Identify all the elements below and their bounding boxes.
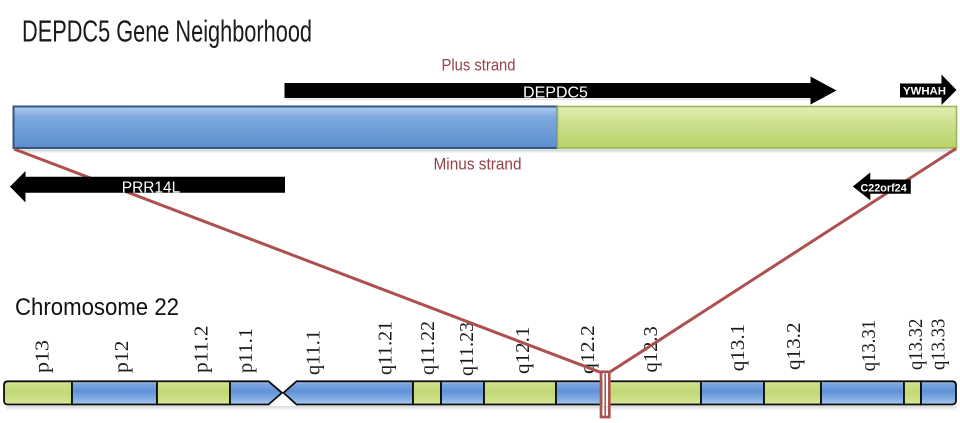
svg-text:DEPDC5: DEPDC5: [523, 85, 588, 102]
svg-text:p11.1: p11.1: [236, 328, 257, 373]
svg-text:q11.21: q11.21: [375, 321, 396, 375]
svg-text:PRR14L: PRR14L: [122, 179, 181, 196]
svg-text:q11.23: q11.23: [457, 322, 478, 376]
svg-text:q13.2: q13.2: [784, 323, 805, 371]
svg-text:q13.1: q13.1: [728, 324, 749, 372]
svg-text:Minus strand: Minus strand: [434, 156, 522, 174]
svg-text:C22orf24: C22orf24: [860, 182, 906, 194]
svg-text:p12: p12: [112, 341, 133, 374]
svg-text:q11.1: q11.1: [303, 330, 324, 375]
svg-text:q12.3: q12.3: [641, 326, 662, 372]
svg-text:Chromosome 22: Chromosome 22: [15, 294, 179, 321]
svg-text:Plus strand: Plus strand: [442, 57, 516, 75]
svg-text:p13: p13: [32, 340, 53, 373]
svg-text:p11.2: p11.2: [191, 326, 212, 374]
svg-text:q13.31: q13.31: [859, 320, 880, 371]
svg-text:q11.22: q11.22: [418, 321, 439, 375]
svg-text:q12.1: q12.1: [513, 327, 534, 375]
svg-text:DEPDC5 Gene Neighborhood: DEPDC5 Gene Neighborhood: [22, 14, 312, 49]
svg-text:q13.32: q13.32: [906, 319, 927, 370]
svg-text:YWHAH: YWHAH: [903, 86, 946, 98]
svg-text:q13.33: q13.33: [928, 319, 949, 370]
svg-text:q12.2: q12.2: [578, 325, 599, 374]
